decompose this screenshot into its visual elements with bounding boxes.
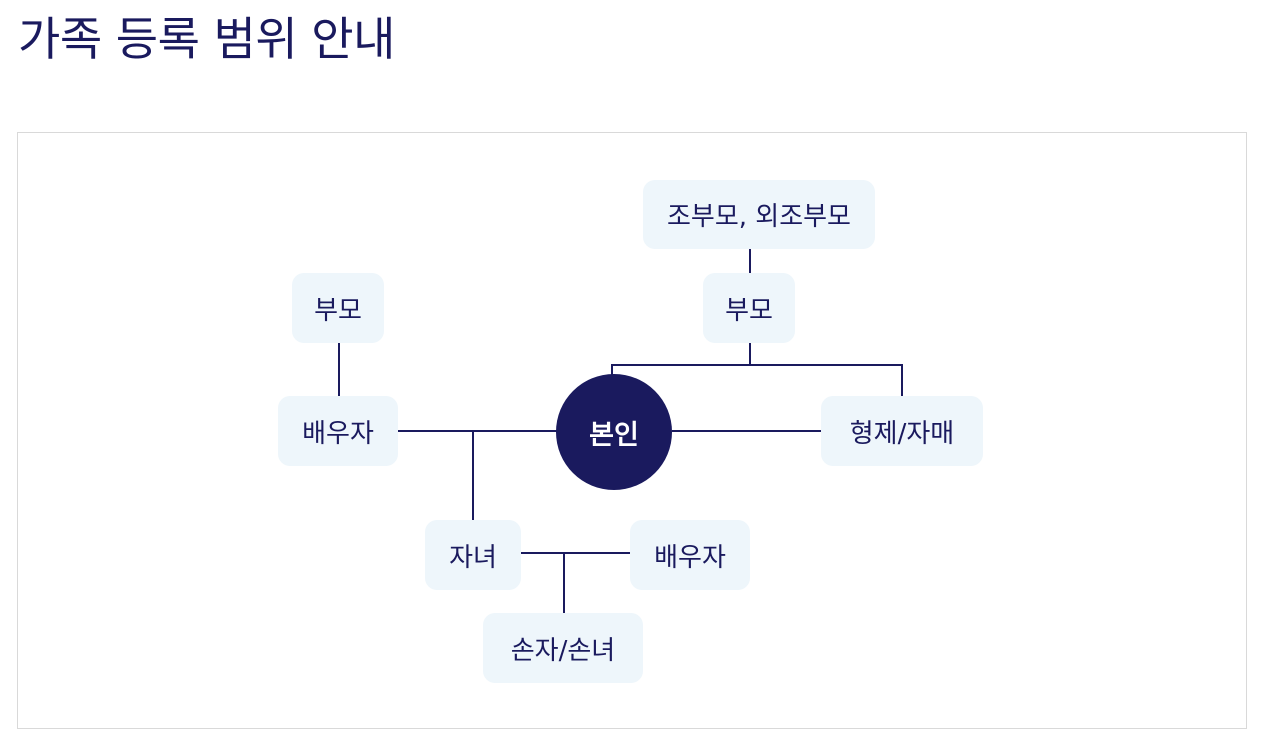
node-spouse-parents: 부모 — [292, 273, 384, 343]
node-children: 자녀 — [425, 520, 521, 590]
node-grandchildren: 손자/손녀 — [483, 613, 643, 683]
node-spouse: 배우자 — [278, 396, 398, 466]
page-title: 가족 등록 범위 안내 — [18, 12, 395, 66]
node-self: 본인 — [556, 374, 672, 490]
node-grandparents: 조부모, 외조부모 — [643, 180, 875, 249]
node-child-spouse: 배우자 — [630, 520, 750, 590]
node-siblings: 형제/자매 — [821, 396, 983, 466]
node-parents: 부모 — [703, 273, 795, 343]
